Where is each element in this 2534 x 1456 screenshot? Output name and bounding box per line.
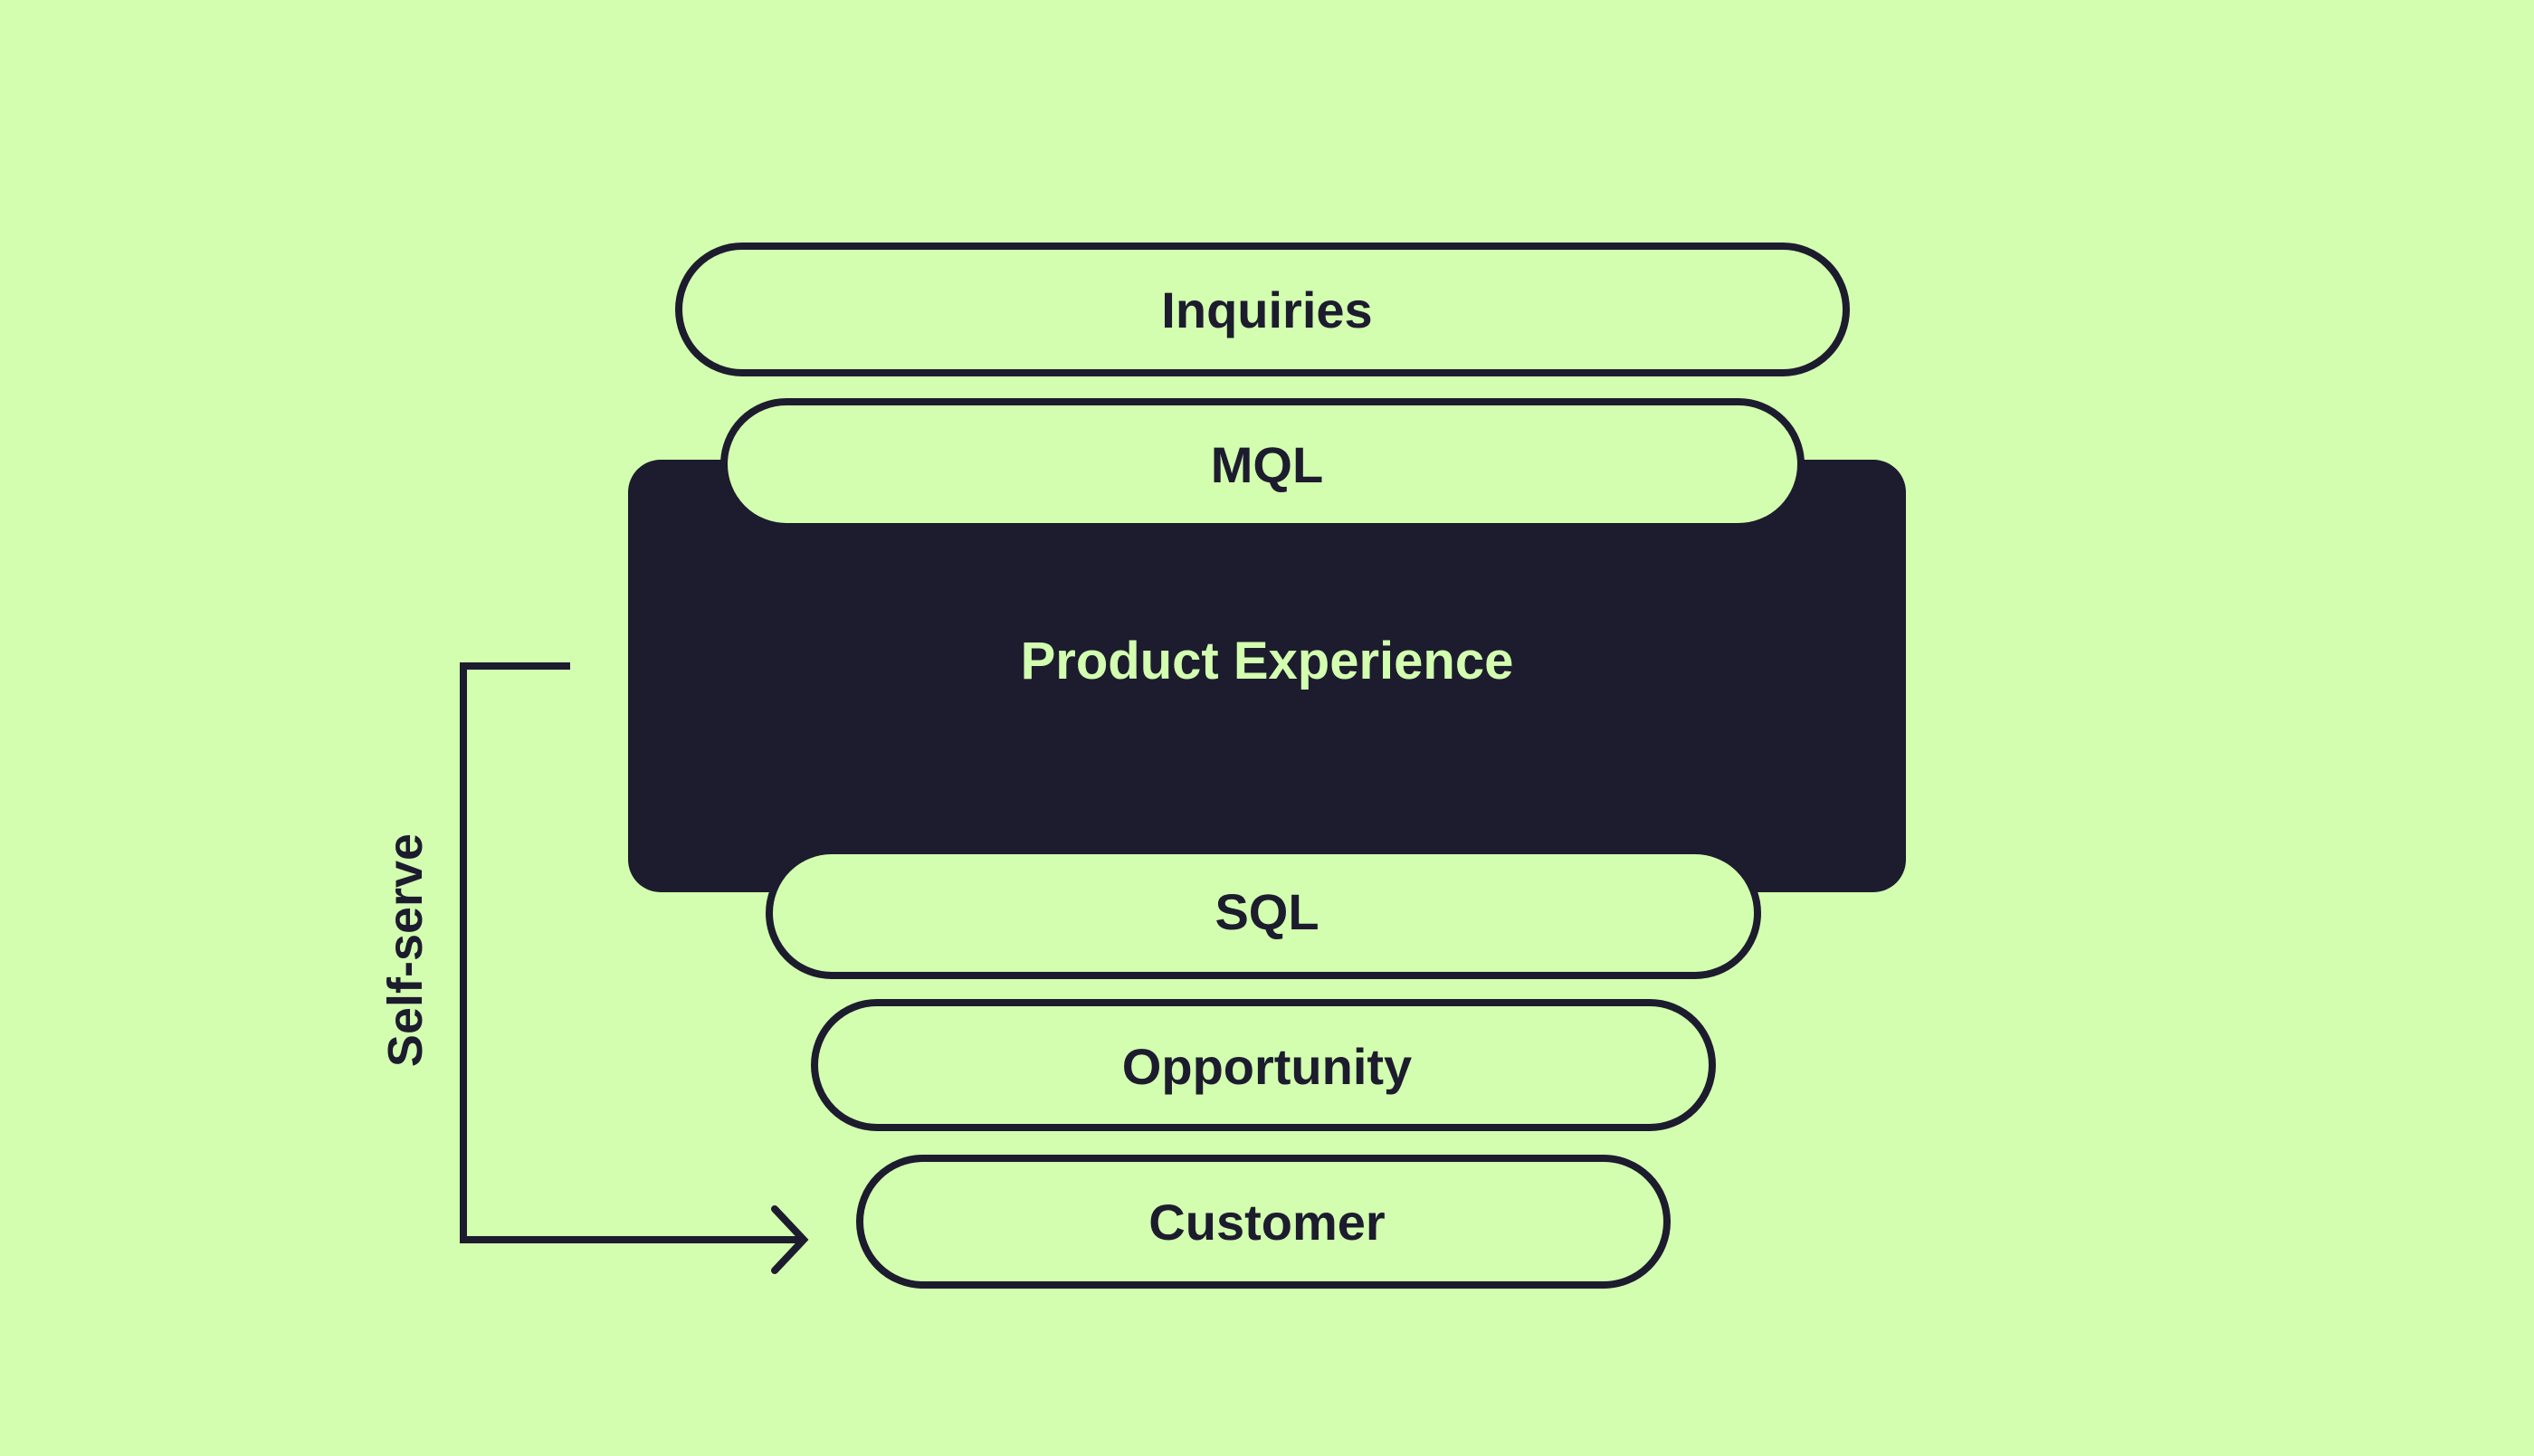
- stage-customer-pill: [856, 1155, 1671, 1289]
- self-serve-arrow: [460, 662, 809, 1274]
- stage-inquiries-label: Inquiries: [1161, 281, 1372, 338]
- stage-opportunity-label: Opportunity: [1122, 1038, 1412, 1095]
- stage-opportunity-pill: [811, 999, 1716, 1131]
- stage-opportunity: Opportunity: [811, 999, 1716, 1131]
- product-experience-block: [628, 460, 1906, 892]
- stage-customer-label: Customer: [1148, 1194, 1385, 1251]
- product-experience-label: Product Experience: [1021, 632, 1514, 690]
- arrowhead-icon: [771, 1205, 809, 1274]
- stage-inquiries: Inquiries: [675, 243, 1850, 376]
- stage-mql-label: MQL: [1211, 436, 1323, 493]
- stage-sql-label: SQL: [1215, 883, 1319, 940]
- stage-sql-pill: [766, 847, 1761, 979]
- stage-customer: Customer: [856, 1155, 1671, 1289]
- stage-sql: SQL: [766, 847, 1761, 979]
- self-serve-bracket-line: [460, 662, 800, 1243]
- stage-mql-pill: [720, 398, 1805, 530]
- self-serve-label: Self-serve: [378, 833, 433, 1067]
- stage-inquiries-pill: [675, 243, 1850, 376]
- stage-mql: MQL: [720, 398, 1805, 530]
